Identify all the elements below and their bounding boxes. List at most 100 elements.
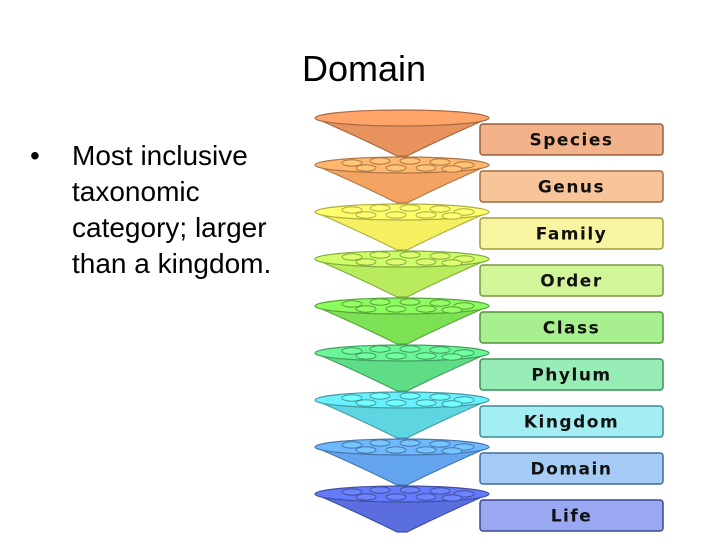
funnel-disc [385,352,407,360]
funnel-disc [415,258,437,266]
funnel-cone [314,211,490,251]
funnel-disc [385,399,407,407]
funnel-disc [385,164,407,172]
funnel-disc [399,204,421,212]
funnel-cone [314,399,490,439]
funnel-disc [399,345,421,353]
funnel-disc [369,298,391,306]
funnel-disc [441,165,463,173]
funnel-disc [415,352,437,360]
funnel-svg: SpeciesGenusFamilyOrderClassPhylumKingdo… [314,109,664,533]
funnel-disc [355,493,377,501]
funnel-disc [441,353,463,361]
funnel-disc [385,446,407,454]
slide-title: Domain [301,48,427,89]
funnel-disc [369,204,391,212]
funnel-disc [415,211,437,219]
funnel-rim [314,109,490,127]
rank-label: Family [536,225,608,245]
rank-label: Domain [531,460,613,480]
funnel-cone [314,493,490,533]
funnel-disc [415,493,437,501]
rank-label-box [479,170,664,203]
rank-group: Life [314,485,664,533]
funnel-cone [314,117,490,157]
funnel-disc [355,446,377,454]
bullet-list: • Most inclusive taxonomic category; lar… [30,138,280,282]
funnel-disc [429,299,451,307]
funnel-disc [441,400,463,408]
rank-label-box [479,311,664,344]
rank-group: Domain [314,438,664,486]
rank-label-box [479,358,664,391]
funnel-disc [399,486,421,494]
funnel-cone [314,446,490,486]
rank-label-box [479,217,664,250]
funnel-cone [314,164,490,204]
funnel-disc [341,441,363,449]
funnel-disc [355,352,377,360]
rank-group: Class [314,297,664,345]
funnel-cone [314,258,490,298]
funnel-disc [399,298,421,306]
funnel-disc [369,345,391,353]
funnel-disc [341,488,363,496]
funnel-disc [429,393,451,401]
bullet-item: • Most inclusive taxonomic category; lar… [30,138,280,282]
funnel-disc [415,399,437,407]
rank-group: Kingdom [314,391,664,439]
funnel-disc [429,158,451,166]
rank-label-box [479,123,664,156]
rank-group: Phylum [314,344,664,392]
rank-label-box [479,264,664,297]
funnel-disc [369,439,391,447]
funnel-disc [441,447,463,455]
funnel-disc [441,494,463,502]
rank-label: Order [540,272,602,292]
funnel-disc [429,205,451,213]
funnel-disc [369,157,391,165]
funnel-disc [341,347,363,355]
funnel-disc [369,486,391,494]
funnel-disc [441,259,463,267]
funnel-disc [429,252,451,260]
funnel-disc [399,157,421,165]
rank-label-box [479,499,664,532]
rank-label: Class [543,319,601,339]
funnel-disc [385,258,407,266]
bullet-text: Most inclusive taxonomic category; large… [72,140,272,279]
rank-label: Species [530,131,614,151]
funnel-disc [415,305,437,313]
funnel-disc [429,487,451,495]
funnel-disc [369,251,391,259]
funnel-disc [399,439,421,447]
funnel-disc [355,399,377,407]
funnel-disc [385,493,407,501]
bullet-icon: • [30,140,40,171]
funnel-disc [355,164,377,172]
funnel-disc [341,300,363,308]
rank-group: Order [314,250,664,298]
rank-label: Phylum [531,366,611,386]
funnel-disc [341,394,363,402]
funnel-cone [314,305,490,345]
funnel-disc [355,258,377,266]
funnel-cone [314,352,490,392]
funnel-disc [441,212,463,220]
rank-label: Life [551,507,593,527]
rank-label-box [479,405,664,438]
rank-label: Kingdom [524,413,619,433]
funnel-disc [341,253,363,261]
funnel-disc [341,159,363,167]
rank-label: Genus [538,178,605,198]
funnel-disc [355,211,377,219]
funnel-disc [429,346,451,354]
funnel-disc [441,306,463,314]
funnel-disc [415,446,437,454]
rank-group: Species [314,109,664,157]
rank-group: Family [314,203,664,251]
funnel-disc [429,440,451,448]
funnel-disc [385,305,407,313]
rank-group: Genus [314,156,664,204]
